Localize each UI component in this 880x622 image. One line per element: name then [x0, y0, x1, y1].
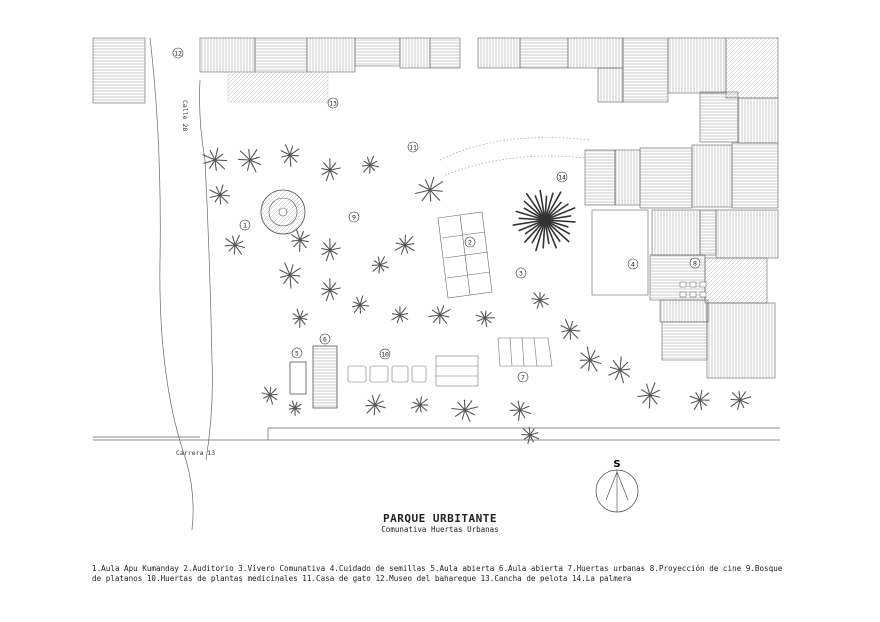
proyeccion-de-cine: [679, 281, 707, 298]
marker-7: 7: [517, 371, 529, 383]
tree-canopy: [224, 234, 246, 255]
tree-canopy: [410, 396, 429, 413]
marker-number: 6: [323, 336, 327, 344]
building-cluster-right: [584, 91, 779, 379]
cancha-de-pelota: [227, 71, 329, 103]
aula-abierta-5: [289, 361, 307, 395]
tree-canopy: [288, 400, 302, 417]
tree-canopy: [451, 399, 479, 422]
marker-11: 11: [407, 141, 419, 153]
tree-canopy: [730, 391, 752, 411]
auditorio: [437, 211, 493, 299]
marker-number: 7: [521, 374, 525, 382]
tree-canopy: [689, 389, 710, 411]
tree-canopy: [637, 382, 661, 409]
marker-number: 10: [381, 351, 389, 359]
marker-number: 14: [558, 174, 566, 182]
street-label-carrera: Carrera 13: [176, 449, 215, 457]
tree-canopy: [209, 184, 231, 205]
aula-apu-kumanday: [260, 189, 306, 235]
tree-canopy: [521, 426, 540, 445]
plan-subtitle: Comunativa Huertas Urbanas: [381, 525, 499, 534]
marker-13: 13: [327, 97, 339, 109]
marker-number: 5: [295, 350, 299, 358]
street-edges: [93, 37, 780, 531]
tree-canopy: [391, 306, 409, 324]
garden-path: [439, 137, 591, 176]
marker-number: 3: [519, 270, 523, 278]
marker-number: 4: [631, 261, 635, 269]
marker-9: 9: [348, 211, 360, 223]
marker-number: 12: [174, 50, 182, 58]
tree-canopy: [291, 228, 310, 252]
marker-number: 9: [352, 214, 356, 222]
tree-canopy: [321, 238, 341, 262]
tree-canopy: [321, 158, 341, 182]
tree-canopy: [292, 308, 309, 328]
marker-number: 2: [468, 239, 472, 247]
tree-canopy: [237, 148, 262, 173]
tree-canopy: [428, 305, 451, 324]
tree-canopy: [509, 400, 532, 422]
marker-5: 5: [291, 347, 303, 359]
tree-canopy: [279, 262, 301, 289]
marker-6: 6: [319, 333, 331, 345]
tree-canopy: [321, 278, 341, 302]
marker-1: 1: [239, 219, 251, 231]
marker-2: 2: [464, 236, 476, 248]
tree-canopy: [512, 189, 576, 252]
tree-canopy: [531, 291, 549, 309]
marker-3: 3: [515, 267, 527, 279]
huertas-urbanas: [435, 337, 553, 387]
marker-8: 8: [689, 257, 701, 269]
marker-10: 10: [379, 348, 391, 360]
aula-abierta-6: [312, 345, 338, 409]
tree-canopy: [202, 147, 228, 172]
compass-label: S: [613, 459, 620, 470]
tree-canopy: [361, 155, 380, 174]
tree-canopy: [261, 386, 278, 405]
tree-canopy: [608, 356, 631, 384]
huertas-plantas-medicinales: [347, 365, 427, 383]
tree-canopy: [475, 310, 495, 328]
tree-canopy: [579, 346, 602, 372]
tree-canopy: [365, 394, 386, 416]
marker-number: 8: [693, 260, 697, 268]
marker-number: 11: [409, 144, 417, 152]
compass: S: [595, 459, 639, 513]
street-label-calle: Calle 28: [181, 100, 189, 131]
tree-canopy: [371, 256, 389, 274]
plan-title: PARQUE URBITANTE: [383, 512, 497, 525]
marker-4: 4: [627, 258, 639, 270]
tree-canopy-group: [202, 144, 752, 445]
marker-number: 13: [329, 100, 337, 108]
legend: 1.Aula Apu Kumanday 2.Auditorio 3.Vivero…: [92, 564, 783, 583]
tree-canopy: [414, 176, 444, 202]
marker-number: 1: [243, 222, 247, 230]
marker-12: 12: [172, 47, 184, 59]
building-row-top: [199, 37, 779, 103]
tree-canopy: [280, 144, 300, 167]
tree-canopy: [560, 319, 581, 340]
building-block-top-left: [92, 37, 146, 104]
tree-canopy: [394, 234, 415, 255]
tree-canopy: [352, 295, 370, 314]
marker-14: 14: [556, 171, 568, 183]
